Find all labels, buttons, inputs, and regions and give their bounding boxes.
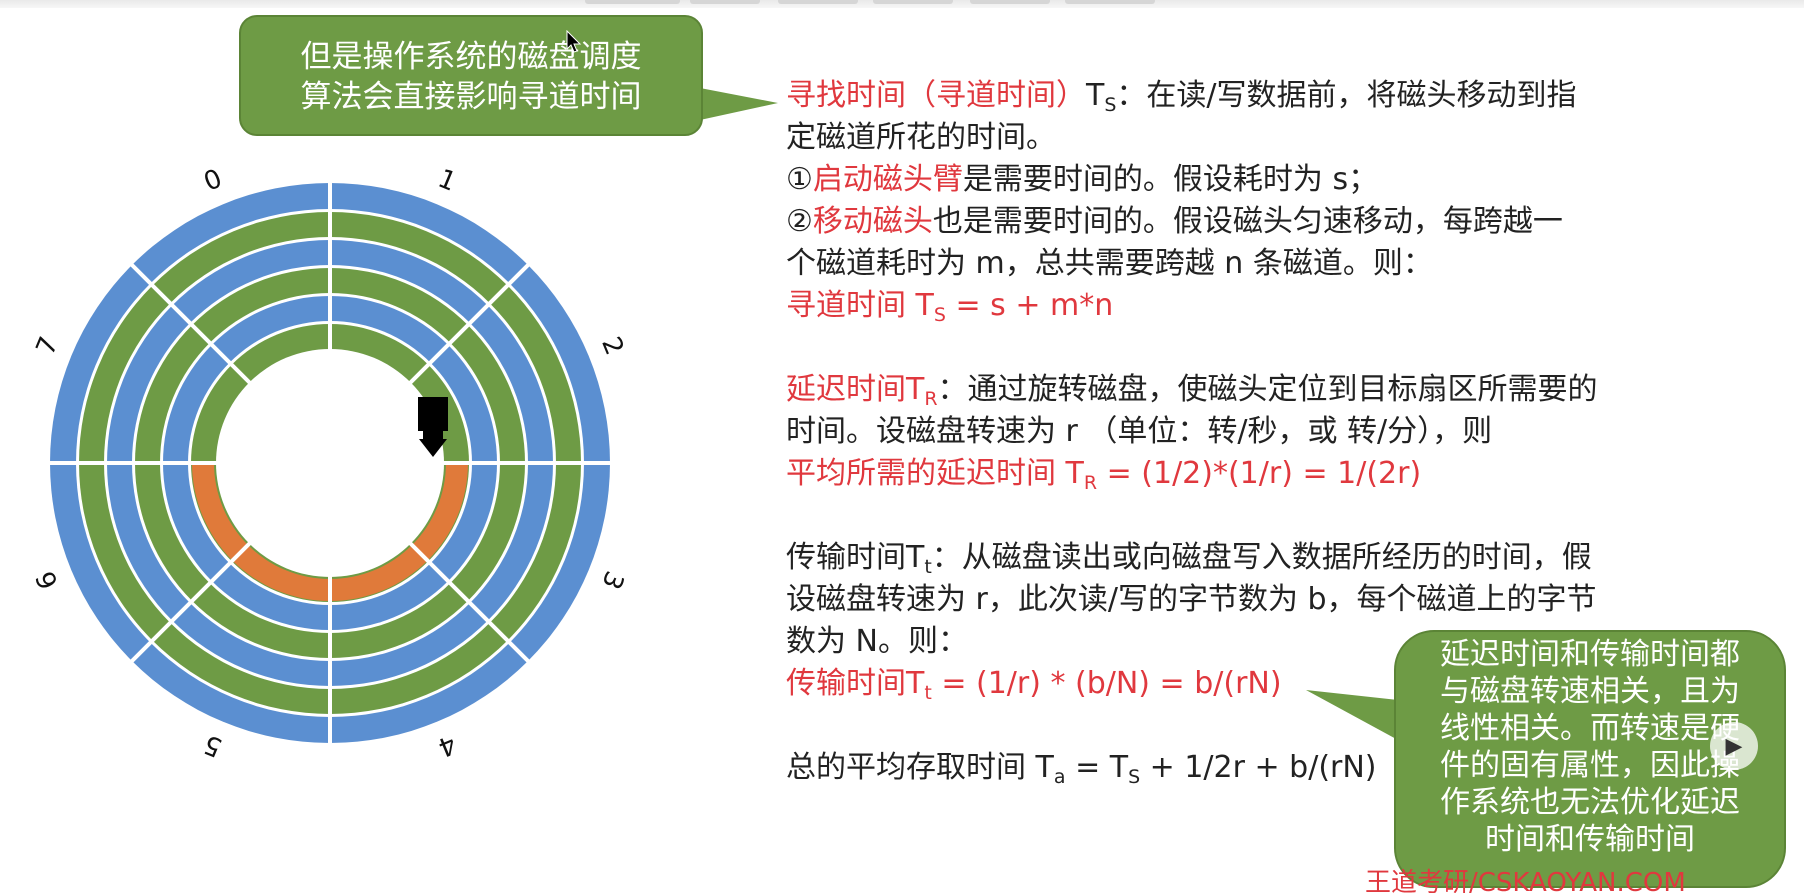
toolbar-segment (778, 0, 858, 4)
seek-formula-post: = s + m*n (945, 288, 1114, 323)
callout-bottom-line6: 时间和传输时间 (1485, 822, 1695, 857)
disk-head-neck (423, 429, 443, 439)
sector-divider (127, 540, 253, 666)
toolbar-segment (873, 0, 953, 4)
spacer (786, 495, 1796, 537)
sector-label: 5 (200, 728, 227, 760)
mouse-cursor-icon (566, 30, 582, 53)
total-sub-a: a (1053, 766, 1066, 788)
sector-label: 6 (31, 567, 65, 594)
sector-divider (127, 260, 253, 386)
seek-symbol: T (1086, 78, 1105, 113)
sector-label: 2 (595, 333, 629, 360)
transfer-formula: 传输时间Tt = (1/r) * (b/N) = b/(rN) (786, 663, 1796, 705)
transfer-def1: ：从磁盘读出或向磁盘写入数据所经历的时间，假 (931, 540, 1592, 575)
delay-term-text: 延迟时间T (786, 372, 925, 407)
item1-highlight: 启动磁头臂 (812, 162, 963, 197)
seek-item2-line2: 个磁道耗时为 m，总共需要跨越 n 条磁道。则： (786, 246, 1433, 281)
seek-item1: ①启动磁头臂是需要时间的。假设耗时为 s； (786, 159, 1796, 201)
transfer-formula-sub: t (924, 682, 932, 704)
sector-label: 3 (595, 567, 629, 594)
delay-term-sub: R (924, 388, 938, 410)
disk-head-icon (418, 397, 448, 431)
watermark: 王道考研/CSKAOYAN.COM (1365, 868, 1686, 893)
disk-ring (216, 349, 444, 577)
callout-top-tail (700, 88, 778, 120)
delay-line1: 延迟时间TR：通过旋转磁盘，使磁头定位到目标扇区所需要的 (786, 369, 1796, 411)
seek-def2: 定磁道所花的时间。 (786, 120, 1056, 155)
callout-bottom-line3: 线性相关。而转速是硬 (1440, 711, 1740, 746)
delay-def1: ：通过旋转磁盘，使磁头定位到目标扇区所需要的 (937, 372, 1598, 407)
spacer (786, 327, 1796, 369)
sector-label: 0 (200, 164, 227, 198)
sector-label: 7 (31, 333, 65, 360)
transfer-formula-post: = (1/r) * (b/N) = b/(rN) (931, 666, 1282, 701)
sector-divider (407, 260, 533, 386)
item2-number: ② (786, 204, 813, 239)
delay-formula-sub: R (1083, 472, 1098, 494)
transfer-line1: 传输时间Tt：从磁盘读出或向磁盘写入数据所经历的时间，假 (786, 537, 1796, 579)
item1-rest: 是需要时间的。假设耗时为 s； (962, 162, 1379, 197)
sector-label: 1 (434, 164, 461, 198)
total-formula: 总的平均存取时间 Ta = TS + 1/2r + b/(rN) (786, 747, 1796, 789)
toolbar-segment (970, 0, 1050, 4)
callout-bottom-line4: 件的固有属性，因此操 (1440, 748, 1740, 783)
toolbar-segment (690, 0, 760, 4)
disk-diagram: 0 1 2 3 4 5 6 7 (31, 164, 630, 760)
seek-item2: ②移动磁头也是需要时间的。假设磁头匀速移动，每跨越一 (786, 201, 1796, 243)
total-pre: 总的平均存取时间 T (786, 750, 1054, 785)
top-toolbar-strip (0, 0, 1804, 8)
callout-bottom-line1: 延迟时间和传输时间都 (1440, 637, 1740, 672)
toolbar-segment (585, 0, 680, 4)
seek-formula-sub: S (933, 304, 946, 326)
callout-top: 但是操作系统的磁盘调度 算法会直接影响寻道时间 (239, 15, 703, 136)
callout-top-line2: 算法会直接影响寻道时间 (300, 79, 642, 115)
delay-formula-pre: 平均所需的延迟时间 T (786, 456, 1084, 491)
seek-def1: ：在读/写数据前，将磁头移动到指 (1116, 78, 1577, 113)
transfer-term-sub: t (924, 556, 932, 578)
seek-formula-pre: 寻道时间 T (786, 288, 934, 323)
transfer-formula-pre: 传输时间T (786, 666, 925, 701)
target-sector-arc (192, 463, 468, 601)
transfer-term: 传输时间T (786, 540, 925, 575)
transfer-def2: 设磁盘转速为 r，此次读/写的字节数为 b，每个磁道上的字节 (786, 582, 1597, 617)
sector-divider (407, 540, 533, 666)
item2-rest: 也是需要时间的。假设磁头匀速移动，每跨越一 (932, 204, 1563, 239)
delay-term: 延迟时间TR (786, 372, 938, 410)
total-sub-s: S (1128, 766, 1141, 788)
slide-text: 寻找时间（寻道时间）TS：在读/写数据前，将磁头移动到指 定磁道所花的时间。 ①… (786, 75, 1796, 789)
total-mid: = T (1065, 750, 1129, 785)
item2-highlight: 移动磁头 (812, 204, 933, 239)
disk-head-arrow-icon (419, 439, 447, 457)
callout-top-line1: 但是操作系统的磁盘调度 (300, 39, 642, 75)
seek-line1: 寻找时间（寻道时间）TS：在读/写数据前，将磁头移动到指 (786, 75, 1796, 117)
sector-label: 4 (434, 728, 461, 760)
callout-bottom-line2: 与磁盘转速相关，且为 (1440, 674, 1740, 709)
delay-def2: 时间。设磁盘转速为 r （单位：转/秒，或 转/分），则 (786, 414, 1493, 449)
toolbar-segment (1065, 0, 1155, 4)
play-icon[interactable]: ▶ (1710, 722, 1758, 770)
seek-subscript: S (1104, 94, 1117, 116)
item1-number: ① (786, 162, 813, 197)
delay-formula: 平均所需的延迟时间 TR = (1/2)*(1/r) = 1/(2r) (786, 453, 1796, 495)
total-post: + 1/2r + b/(rN) (1140, 750, 1377, 785)
delay-formula-post: = (1/2)*(1/r) = 1/(2r) (1097, 456, 1422, 491)
transfer-def3: 数为 N。则： (786, 624, 968, 659)
seek-formula: 寻道时间 TS = s + m*n (786, 285, 1796, 327)
callout-bottom-line5: 作系统也无法优化延迟 (1440, 785, 1740, 820)
seek-term: 寻找时间（寻道时间） (786, 78, 1086, 113)
